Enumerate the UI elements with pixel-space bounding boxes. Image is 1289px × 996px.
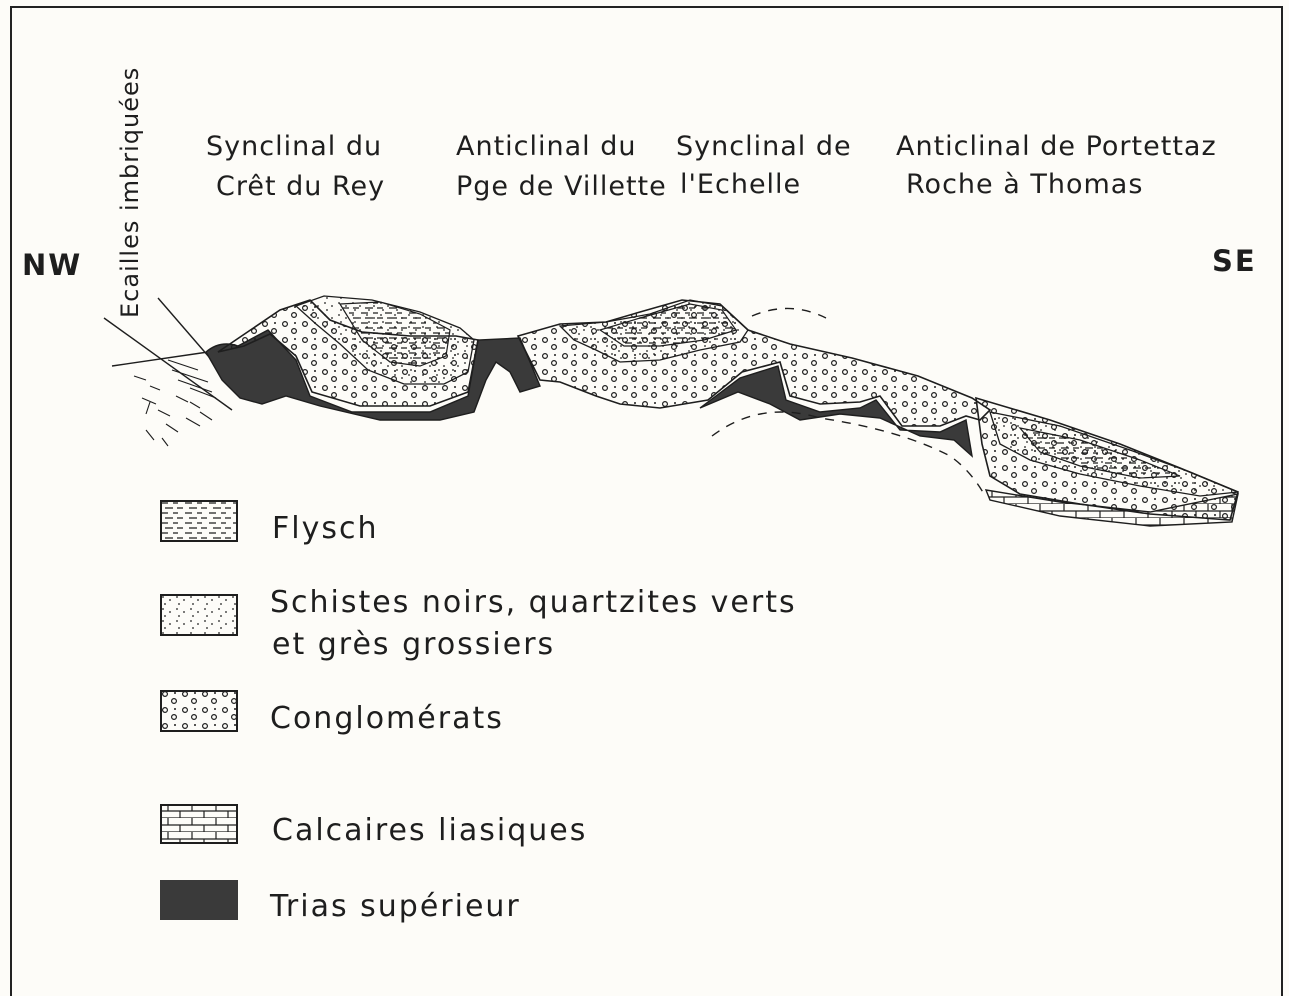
legend-swatch-calcaires <box>160 804 238 844</box>
legend-label-calcaires: Calcaires liasiques <box>272 810 587 852</box>
legend-label-flysch: Flysch <box>272 508 378 550</box>
legend-swatch-schistes <box>160 594 238 636</box>
legend-label-schistes-line2: et grès grossiers <box>272 624 555 666</box>
legend-label-conglomerats: Conglomérats <box>270 698 504 740</box>
legend-label-schistes-line1: Schistes noirs, quartzites verts <box>270 582 797 624</box>
section-body <box>206 296 1238 526</box>
legend-swatch-conglomerats <box>160 690 238 732</box>
legend-label-trias: Trias supérieur <box>270 886 521 928</box>
legend-swatch-trias <box>160 880 238 920</box>
ecailles-structure <box>104 298 232 446</box>
legend-swatch-flysch <box>160 500 238 542</box>
